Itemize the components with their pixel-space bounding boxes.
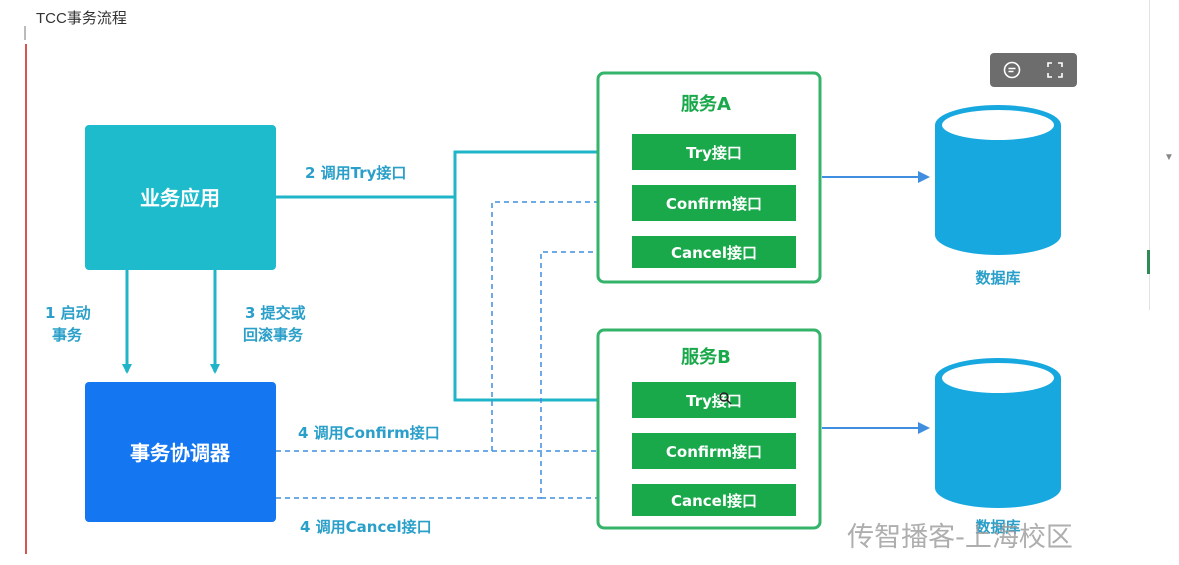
edge-label-call-cancel: 4 调用Cancel接口 [300,518,432,536]
edge-label-commit-1: 3 提交或 [245,304,306,322]
database-b-label: 数据库 [975,518,1020,536]
business-app-node: 业务应用 [85,125,276,270]
service-b-confirm: Confirm接口 [666,443,762,461]
service-b-node: 服务B Try接口 Confirm接口 Cancel接口 [596,328,822,530]
try-call-path [276,147,622,405]
database-a-node: 数据库 [935,105,1061,287]
service-b-try: Try接口 [686,392,742,410]
cancel-call-path [276,246,622,504]
edge-label-start-2: 事务 [52,326,83,344]
zoom-cursor-icon [719,392,732,405]
watermark: 传智播客-上海校区 [847,522,1073,553]
scroll-indicator[interactable] [1147,250,1150,274]
database-a-label: 数据库 [975,269,1020,287]
edge-label-commit-2: 回滚事务 [243,326,304,344]
service-a-node: 服务A Try接口 Confirm接口 Cancel接口 [596,71,822,284]
comment-icon[interactable] [997,55,1027,85]
diagram-caption: TCC事务流程 [36,10,127,27]
left-red-margin-line [25,44,27,554]
service-a-try: Try接口 [686,144,742,162]
edge-label-call-try: 2 调用Try接口 [305,164,406,182]
coordinator-label: 事务协调器 [130,441,231,465]
edge-label-start-1: 1 启动 [45,304,91,322]
edge-label-call-confirm: 4 调用Confirm接口 [298,424,440,442]
chevron-down-icon[interactable]: ▼ [1164,152,1174,163]
service-a-confirm: Confirm接口 [666,195,762,213]
coordinator-node: 事务协调器 [85,382,276,522]
fullscreen-icon[interactable] [1040,55,1070,85]
service-a-cancel: Cancel接口 [671,244,757,262]
business-app-label: 业务应用 [140,186,220,210]
image-toolbar [990,53,1077,87]
caption-divider [24,26,26,40]
service-a-title: 服务A [681,93,731,115]
right-panel-border [1149,0,1150,310]
confirm-call-path [276,196,622,457]
service-b-cancel: Cancel接口 [671,492,757,510]
service-b-title: 服务B [681,346,731,368]
database-b-node: 数据库 [935,358,1061,536]
